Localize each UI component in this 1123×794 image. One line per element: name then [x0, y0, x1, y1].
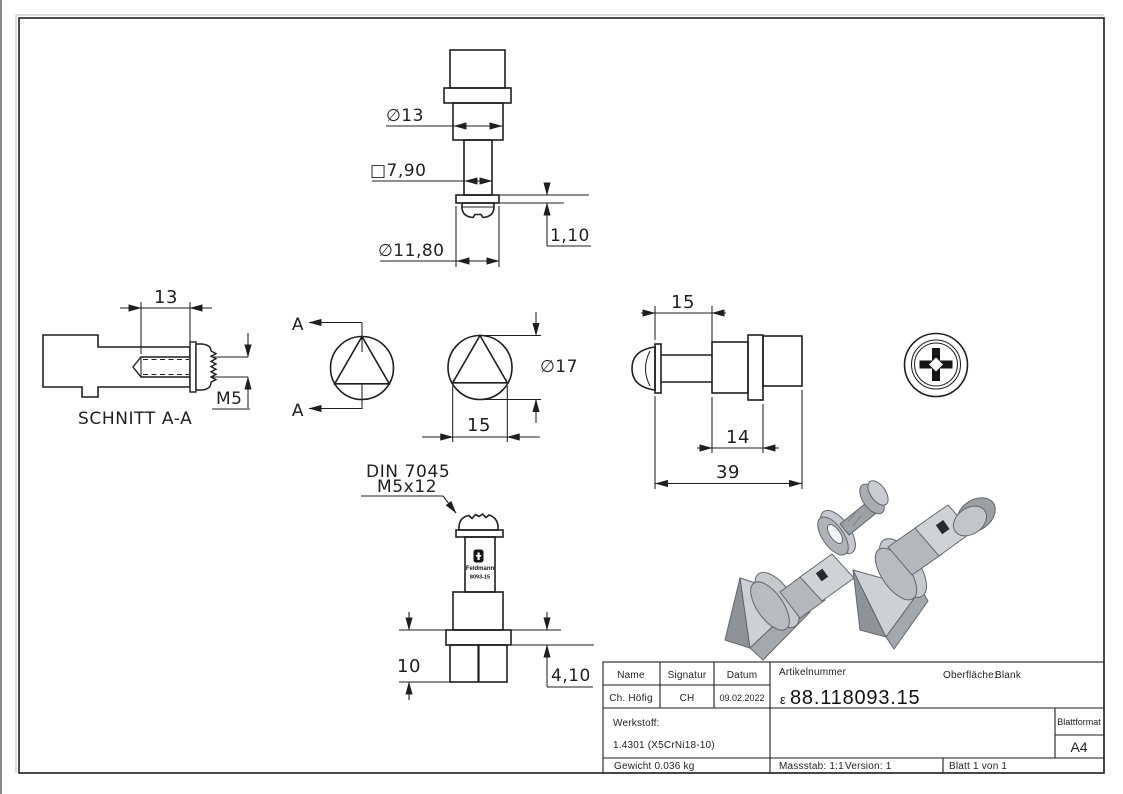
- artikelnummer-value: ε 88.118093.15: [780, 687, 920, 709]
- dim-dia13: ∅13: [386, 106, 424, 126]
- gewicht: Gewicht 0.036 kg: [614, 761, 694, 772]
- massstab: Massstab: 1:1: [779, 761, 844, 772]
- dim-15: 15: [467, 415, 491, 436]
- side-screw-head: [631, 346, 656, 391]
- version: Version: 1: [845, 761, 892, 772]
- screw-head-outline: [461, 202, 495, 219]
- view-side: 15 14 39: [631, 292, 803, 489]
- dim-dia17: ∅17: [540, 357, 578, 377]
- section-screw-head: [195, 343, 218, 391]
- view-bottom-vertical: DIN 7045 M5x12 Feldmann 8093-15 10 4,10: [361, 462, 594, 700]
- note-din: DIN 7045: [366, 462, 450, 482]
- oberflaeche-value: Blank: [995, 670, 1022, 681]
- value-signatur: CH: [680, 693, 695, 704]
- knurled-head: [458, 512, 499, 531]
- artikelnummer-label: Artikelnummer: [779, 667, 847, 678]
- iso-view-exploded: [724, 480, 889, 661]
- oberflaeche-label: Oberfläche:: [943, 670, 997, 681]
- dim-side39: 39: [716, 462, 740, 483]
- dim-dia1180: ∅11,80: [378, 241, 444, 261]
- view-phillips-end: [903, 332, 969, 398]
- iso-view-assembled: [852, 497, 996, 650]
- dim-10: 10: [397, 656, 421, 677]
- view-cut-circle: A A: [292, 315, 395, 421]
- drawing-frame: [18, 17, 1105, 774]
- view-front-vertical: ∅13 □7,90 ∅11,80 1,10: [370, 49, 591, 267]
- cutline-label-top: A: [292, 315, 304, 335]
- dim-square790: □7,90: [370, 161, 426, 181]
- dim-side14: 14: [726, 427, 750, 448]
- value-name: Ch. Höfig: [609, 693, 653, 704]
- cutline-label-bottom: A: [292, 401, 304, 421]
- section-label: SCHNITT A-A: [78, 409, 192, 429]
- dim-side15: 15: [671, 292, 695, 313]
- dim-110: 1,10: [550, 226, 590, 246]
- col-name-label: Name: [617, 670, 645, 681]
- view-front-circle: ∅17 15: [422, 312, 578, 442]
- blatt: Blatt 1 von 1: [949, 761, 1007, 772]
- view-section-aa: 13 M5 SCHNITT A-A: [42, 287, 252, 429]
- frame-shadow: [15, 14, 1104, 773]
- blattformat-value: A4: [1070, 739, 1087, 755]
- blattformat-label: Blattformat: [1057, 717, 1101, 727]
- col-signatur-label: Signatur: [668, 670, 707, 681]
- section-body: [42, 334, 191, 398]
- value-datum: 09.02.2022: [719, 693, 764, 703]
- werkstoff-label: Werkstoff:: [613, 718, 660, 729]
- triangle-profile: [333, 334, 391, 385]
- dim-m5: M5: [216, 389, 242, 409]
- col-datum-label: Datum: [727, 670, 757, 681]
- brand-code: 8093-15: [470, 575, 490, 581]
- dim-410: 4,10: [551, 666, 591, 686]
- triangle-profile: [451, 333, 509, 384]
- dim-13: 13: [154, 287, 178, 308]
- note-din-size: M5x12: [377, 477, 437, 497]
- title-block: Name Signatur Datum Ch. Höfig CH 09.02.2…: [602, 661, 1105, 774]
- werkstoff-value: 1.4301 (X5CrNi18-10): [613, 740, 715, 751]
- brand-name: Feldmann: [466, 566, 495, 572]
